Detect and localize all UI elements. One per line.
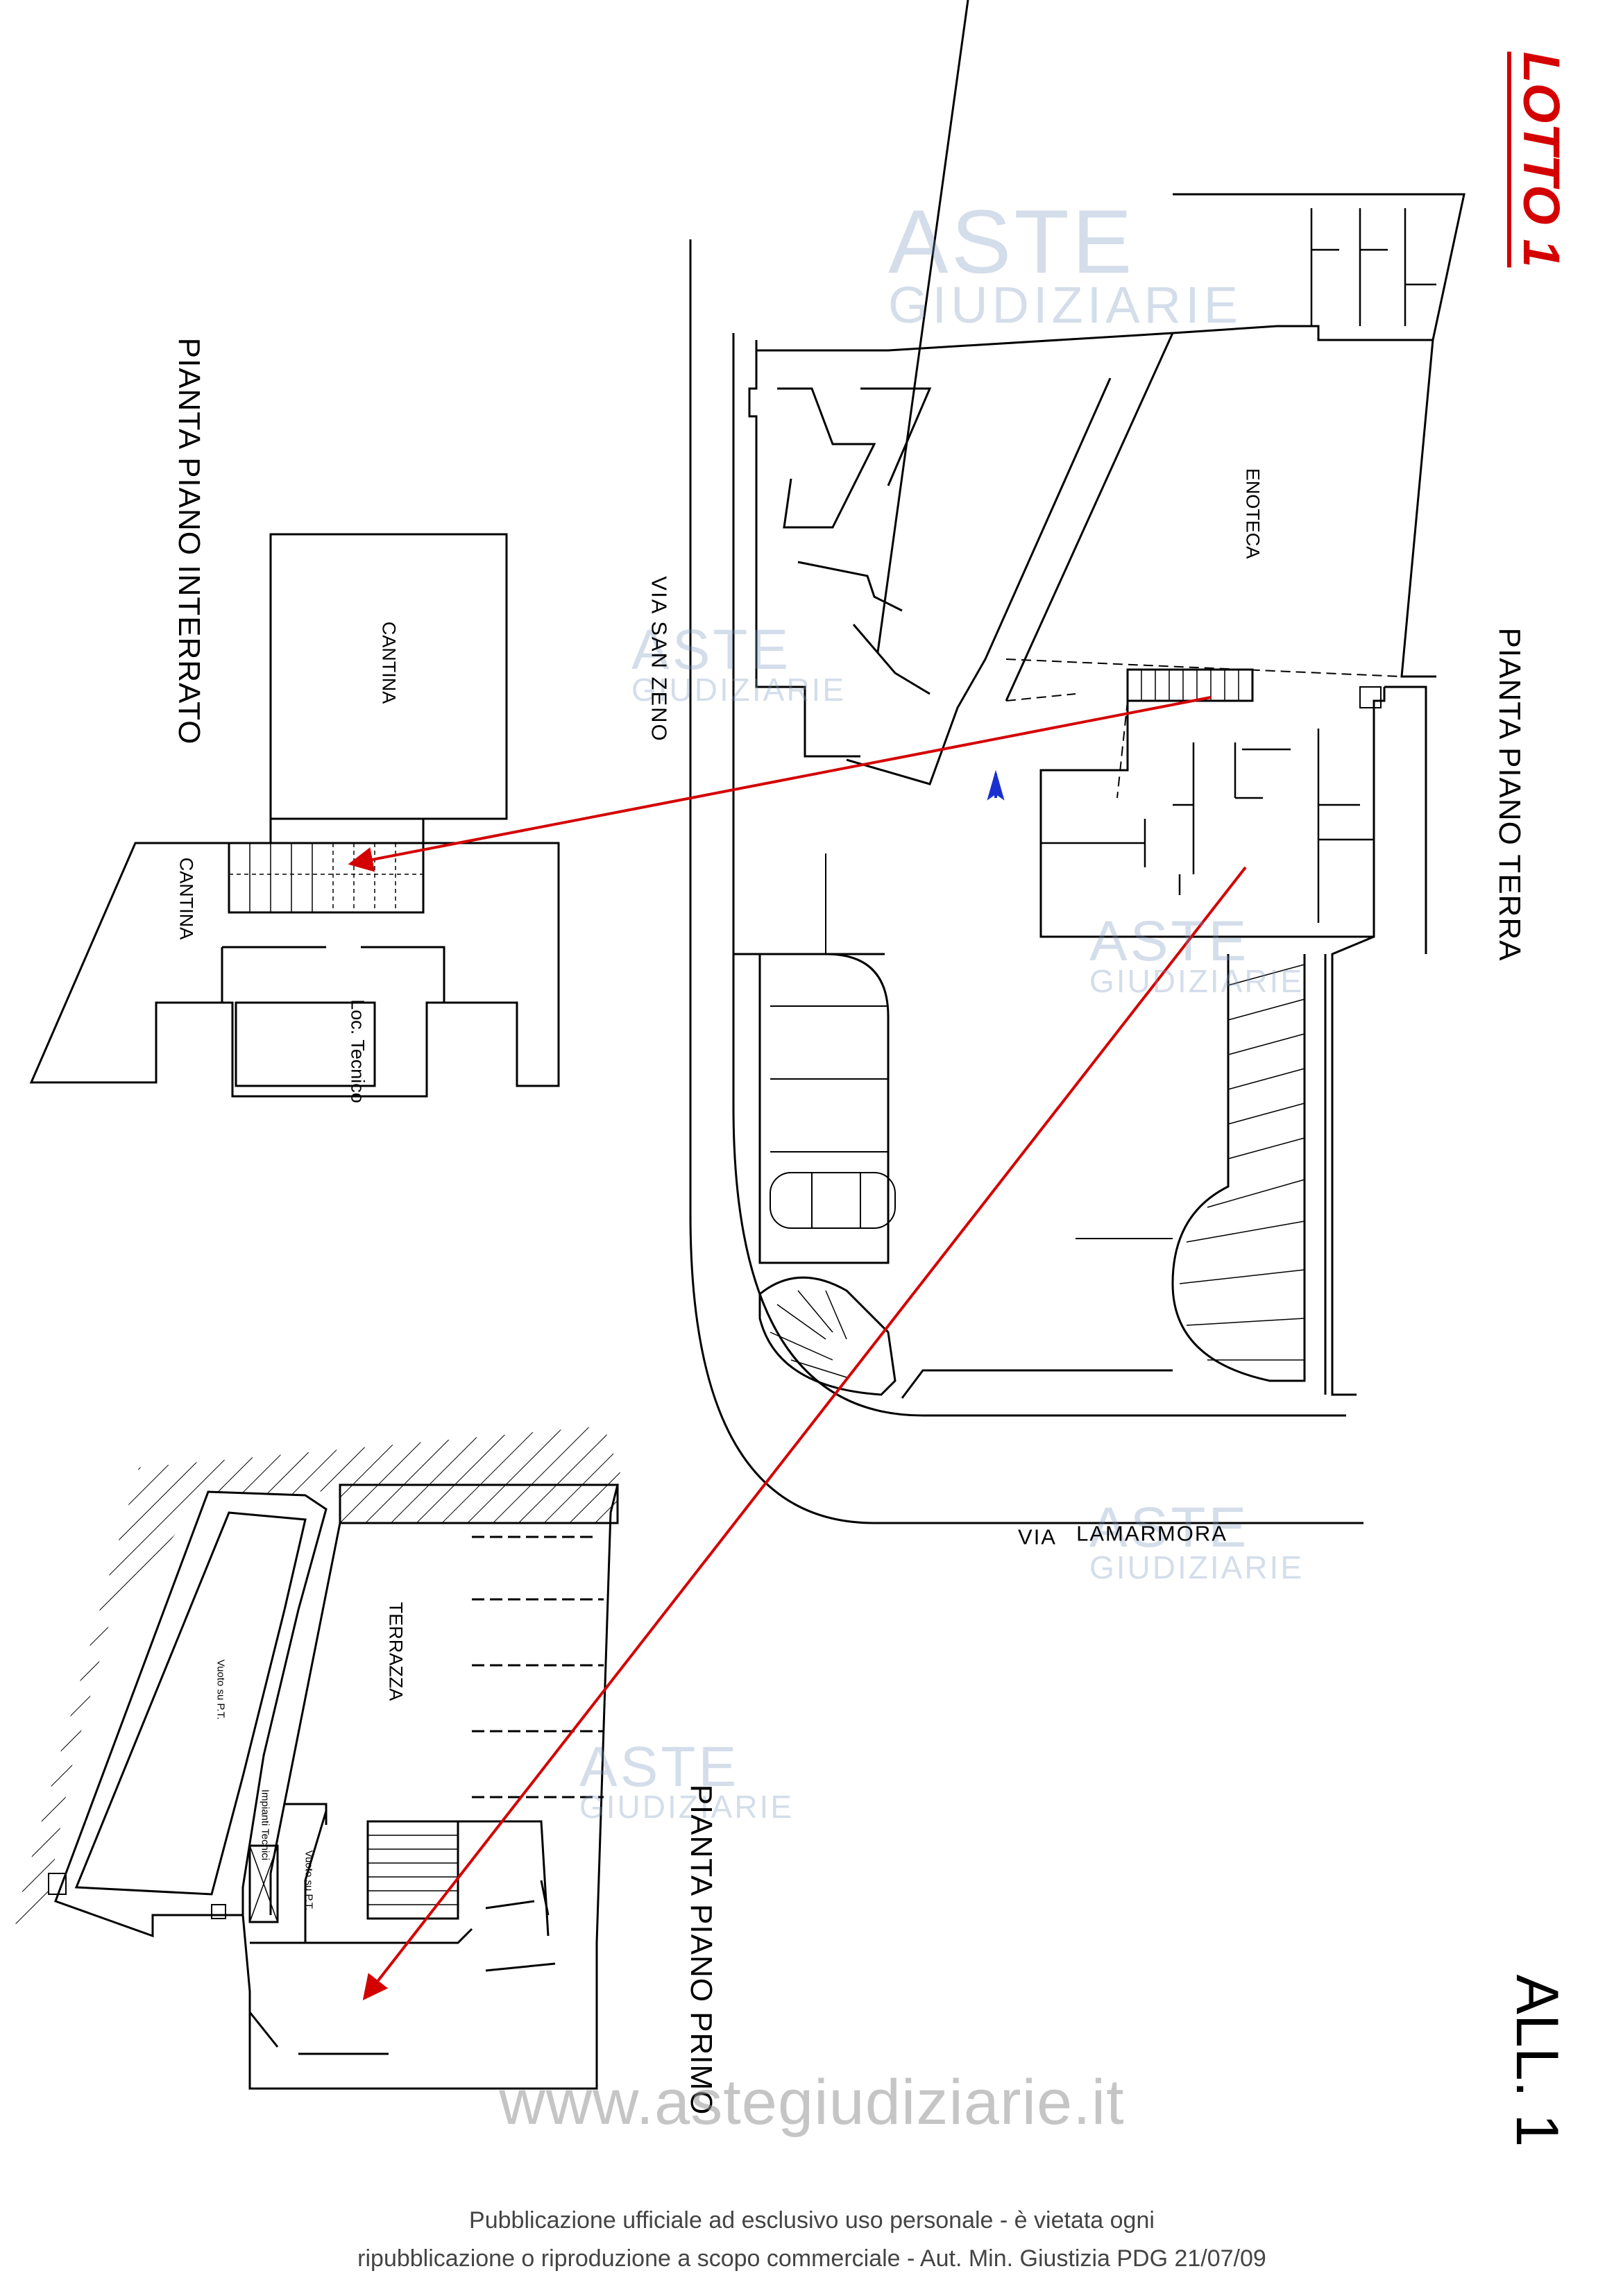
- watermark-logo-mid: ASTE GIUDIZIARIE: [631, 618, 847, 708]
- watermark-aste-text: ASTE: [1089, 910, 1250, 973]
- watermark-giudiziarie-text: GIUDIZIARIE: [579, 1788, 794, 1825]
- footer-line-1: Pubblicazione ufficiale ad esclusivo uso…: [469, 2207, 1155, 2234]
- stair-interrato: [228, 842, 425, 914]
- car-symbol: [770, 1172, 896, 1229]
- room-enoteca: ENOTECA: [1242, 468, 1264, 559]
- street-via-san-zeno: VIA SAN ZENO: [647, 576, 672, 742]
- plan-interrato: [29, 533, 560, 1098]
- watermark-giudiziarie-text: GIUDIZIARIE: [888, 276, 1243, 334]
- watermark-giudiziarie-text: GIUDIZIARIE: [631, 671, 847, 708]
- room-loc-tecnico: Loc. Tecnico: [347, 999, 368, 1103]
- watermark-aste-text: ASTE: [1089, 1496, 1250, 1559]
- cantina-upper-outline: [269, 533, 508, 820]
- title-piano-interrato: PIANTA PIANO INTERRATO: [172, 337, 206, 745]
- title-piano-terra: PIANTA PIANO TERRA: [1493, 627, 1527, 962]
- watermark-logo-top: ASTE GIUDIZIARIE: [888, 191, 1243, 334]
- title-piano-primo: PIANTA PIANO PRIMO: [684, 1784, 718, 2116]
- plan-primo: [14, 1426, 624, 2090]
- room-impianti-tecnici: Impianti Tecnici: [259, 1789, 271, 1861]
- watermark-aste-text: ASTE: [888, 191, 1135, 292]
- street-lamarmora: LAMARMORA: [1076, 1521, 1227, 1546]
- watermark-aste-text: ASTE: [631, 618, 792, 681]
- watermark-giudiziarie-text: GIUDIZIARIE: [1089, 962, 1305, 999]
- allegato-label: ALL. 1: [1504, 1974, 1570, 2148]
- watermark-giudiziarie-text: GIUDIZIARIE: [1089, 1549, 1305, 1585]
- street-via-label: VIA: [1018, 1524, 1057, 1549]
- floor-link-arrows: [348, 696, 1247, 2000]
- watermark-logo-right: ASTE GIUDIZIARIE: [1089, 910, 1305, 999]
- room-cantina-upper: CANTINA: [378, 621, 400, 704]
- watermark-logo-street: ASTE GIUDIZIARIE: [1089, 1496, 1305, 1585]
- room-vuoto-sinistra: Vuoto su P.T.: [214, 1659, 227, 1720]
- room-terrazza: TERRAZZA: [385, 1601, 407, 1701]
- watermark-aste-text: ASTE: [579, 1735, 740, 1798]
- footer-line-2: ripubblicazione o riproduzione a scopo c…: [357, 2245, 1266, 2272]
- stair-terra: [1126, 668, 1254, 702]
- lotto-label: LOTTO 1: [1507, 51, 1570, 268]
- stair-primo: [366, 1820, 459, 1920]
- room-vuoto-centro: Vuoto su P.T.: [303, 1850, 315, 1911]
- watermark-logo-primo: ASTE GIUDIZIARIE: [579, 1735, 794, 1825]
- room-cantina-lower: CANTINA: [176, 857, 197, 940]
- plan-terra: [748, 0, 1465, 1399]
- street-edges: [689, 239, 1363, 1524]
- watermark-site: www.astegiudiziarie.it: [499, 2067, 1125, 2138]
